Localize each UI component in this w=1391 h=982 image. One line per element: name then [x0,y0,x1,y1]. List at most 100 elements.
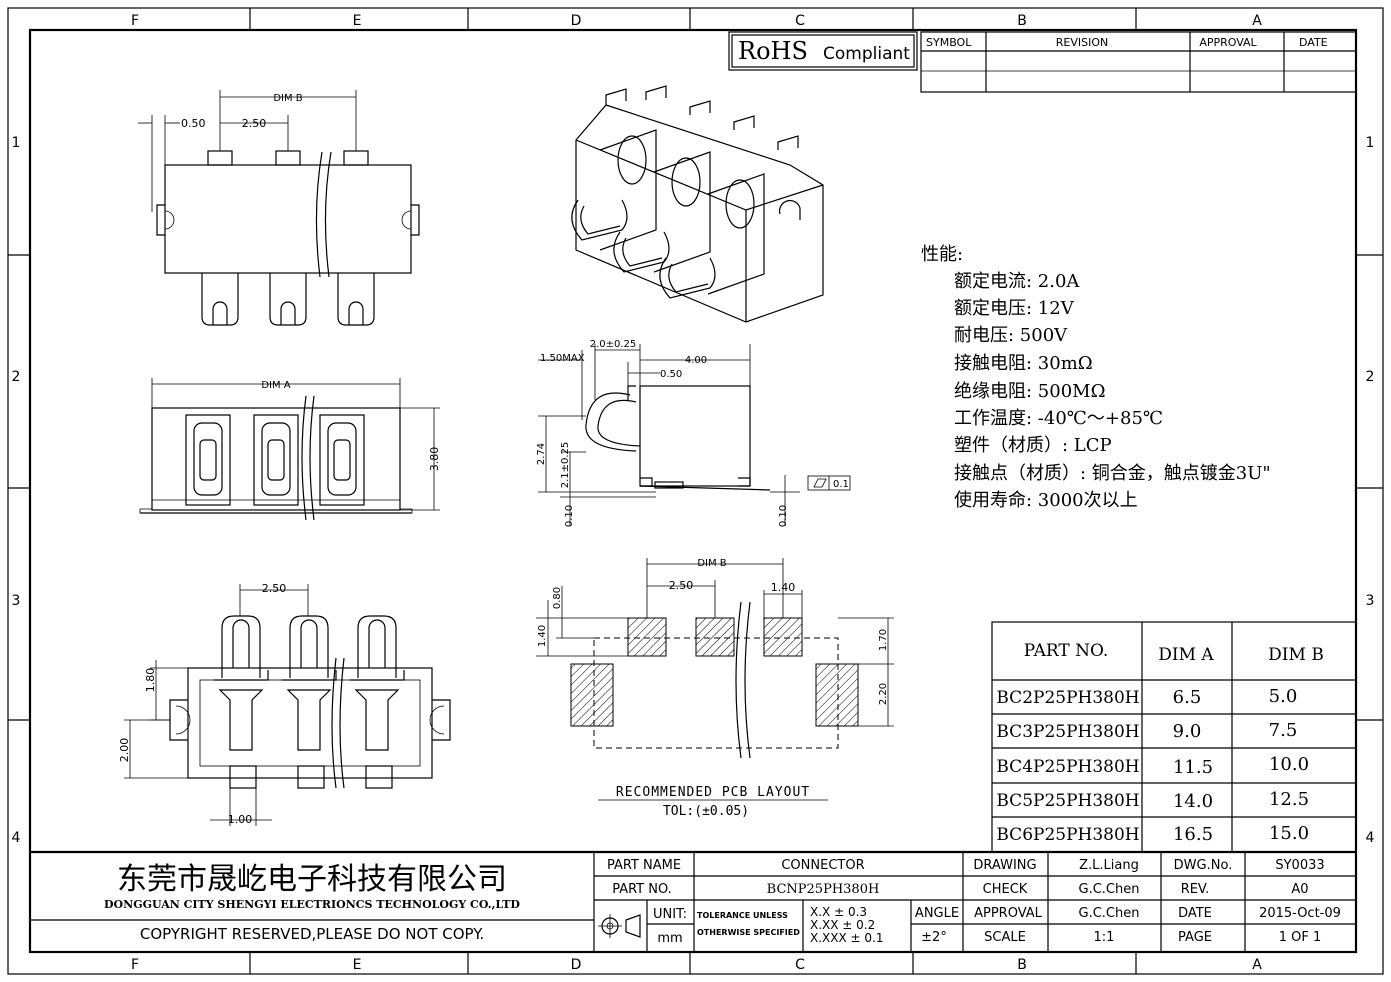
part-table-header-part: PART NO. [1024,641,1109,661]
rohs-badge: RoHS Compliant [728,31,918,71]
company-name-cn: 东莞市晟屹电子科技有限公司 [117,862,507,897]
row-1-right: 1 [1366,135,1375,151]
approval-label: APPROVAL [974,906,1043,921]
spec-line-4: 接触电阻: 30mΩ [954,353,1093,374]
col-e-bottom: E [353,957,362,973]
part-row-2-part: BC3P25PH380H [996,722,1139,742]
section-dim-010-right: 0.10 [778,505,789,527]
part-row-2-dim-b: 7.5 [1269,720,1298,741]
section-dim-050: 0.50 [660,369,682,380]
row-2-right: 2 [1366,369,1375,385]
part-row-5-dim-b: 15.0 [1269,823,1309,844]
part-row-3-part: BC4P25PH380H [996,757,1139,777]
dwg-no-value: SY0033 [1275,858,1324,873]
rev-header-date: DATE [1299,36,1328,49]
row-1-left: 1 [12,135,21,151]
spec-line-7: 塑件（材质）: LCP [954,435,1112,456]
col-a-bottom: A [1252,957,1262,973]
spec-line-5: 绝缘电阻: 500MΩ [954,381,1106,402]
col-b-bottom: B [1017,957,1027,973]
section-dim-274: 2.74 [536,443,547,465]
projection-symbol-icon [598,914,641,938]
spec-line-9: 使用寿命: 3000次以上 [954,490,1138,511]
spec-heading: 性能: [921,244,963,265]
part-row-4-part: BC5P25PH380H [996,791,1139,811]
col-b: B [1017,13,1027,29]
pcb-dim-080: 0.80 [552,587,563,609]
date-value: 2015-Oct-09 [1259,906,1341,921]
part-row-1-part: BC2P25PH380H [996,688,1139,708]
page-value: 1 OF 1 [1279,930,1322,945]
top-dim-b: DIM B [273,93,302,104]
unit-label: UNIT: [653,907,687,922]
part-row-5-part: BC6P25PH380H [996,825,1139,845]
bottom-dim-180: 1.80 [144,668,157,693]
top-view: DIM B 0.50 2.50 [138,90,420,326]
front-dim-a: DIM A [261,380,290,391]
part-row-4-dim-b: 12.5 [1269,789,1309,810]
part-table: PART NO. DIM A DIM B BC2P25PH380H 6.5 5.… [991,621,1357,853]
angle-value: ±2° [921,930,947,945]
top-dim-250: 2.50 [242,117,267,130]
pcb-dim-250: 2.50 [669,579,694,592]
pcb-dim-b: DIM B [697,558,726,569]
bottom-view: 2.50 1.80 2.00 1.00 [118,582,451,826]
top-dim-050: 0.50 [181,117,206,130]
pcb-dim-220: 2.20 [878,683,889,705]
part-row-2-dim-a: 9.0 [1173,721,1202,742]
tolerance-x: X.X ± 0.3 [810,905,867,919]
row-4-right: 4 [1366,830,1375,846]
row-3-left: 3 [12,593,21,609]
revision-table: SYMBOL REVISION APPROVAL DATE [920,31,1357,93]
tolerance-xx: X.XX ± 0.2 [810,918,875,932]
pcb-dim-140-left: 1.40 [537,625,548,647]
part-row-4-dim-a: 14.0 [1173,791,1213,812]
part-row-3-dim-b: 10.0 [1269,754,1309,775]
spec-line-6: 工作温度: -40℃～+85℃ [954,408,1163,429]
check-label: CHECK [983,882,1028,897]
part-name-value: CONNECTOR [781,858,864,873]
rev-header-approval: APPROVAL [1199,36,1257,49]
row-labels: 1 2 3 4 1 2 3 4 [12,135,1375,846]
col-f: F [131,13,139,29]
rev-value: A0 [1291,882,1308,897]
part-name-label: PART NAME [607,858,681,873]
company-name-en: DONGGUAN CITY SHENGYI ELECTRIONCS TECHNO… [104,898,520,911]
bottom-dim-100: 1.00 [228,813,253,826]
pcb-caption-tol: TOL:(±0.05) [663,804,749,819]
front-view: DIM A 3.80 [139,378,441,521]
spec-line-3: 耐电压: 500V [954,325,1068,346]
bottom-dim-200: 2.00 [118,738,131,763]
row-4-left: 4 [12,830,21,846]
pcb-layout: DIM B 2.50 1.40 1.40 0.80 1.70 2.20 RECO… [536,558,894,819]
unit-value: mm [657,931,682,946]
pcb-caption-title: RECOMMENDED PCB LAYOUT [616,785,810,800]
col-d: D [571,13,582,29]
row-2-left: 2 [12,369,21,385]
approval-value: G.C.Chen [1079,906,1140,921]
col-d-bottom: D [571,957,582,973]
section-dim-400: 4.00 [685,355,707,366]
date-label: DATE [1178,906,1212,921]
section-dim-21: 2.1±0.25 [560,442,571,489]
col-f-bottom: F [131,957,139,973]
pcb-dim-170: 1.70 [878,629,889,651]
spec-line-2: 额定电压: 12V [954,298,1075,319]
section-view: 2.0±0.25 1.50MAX 4.00 0.50 2.74 2.1±0.25… [536,339,851,527]
section-dim-20: 2.0±0.25 [590,339,637,350]
tolerance-line-2: OTHERWISE SPECIFIED [697,928,800,937]
pcb-dim-140-top: 1.40 [771,581,796,594]
section-dim-010-left: 0.10 [564,505,575,527]
rev-header-symbol: SYMBOL [926,36,972,49]
rohs-compliant: Compliant [823,44,910,64]
sheet-border [7,7,1384,975]
section-flatness: 0.1 [833,479,849,490]
title-block: 东莞市晟屹电子科技有限公司 DONGGUAN CITY SHENGYI ELEC… [30,850,1356,952]
isometric-view [571,85,824,323]
column-labels-bottom: F E D C B A [131,957,1262,973]
part-no-value: BCNP25PH380H [767,882,880,897]
section-dim-150max: 1.50MAX [540,353,585,364]
tolerance-line-1: TOLERANCE UNLESS [697,911,788,920]
part-table-header-dim-b: DIM B [1268,645,1324,665]
